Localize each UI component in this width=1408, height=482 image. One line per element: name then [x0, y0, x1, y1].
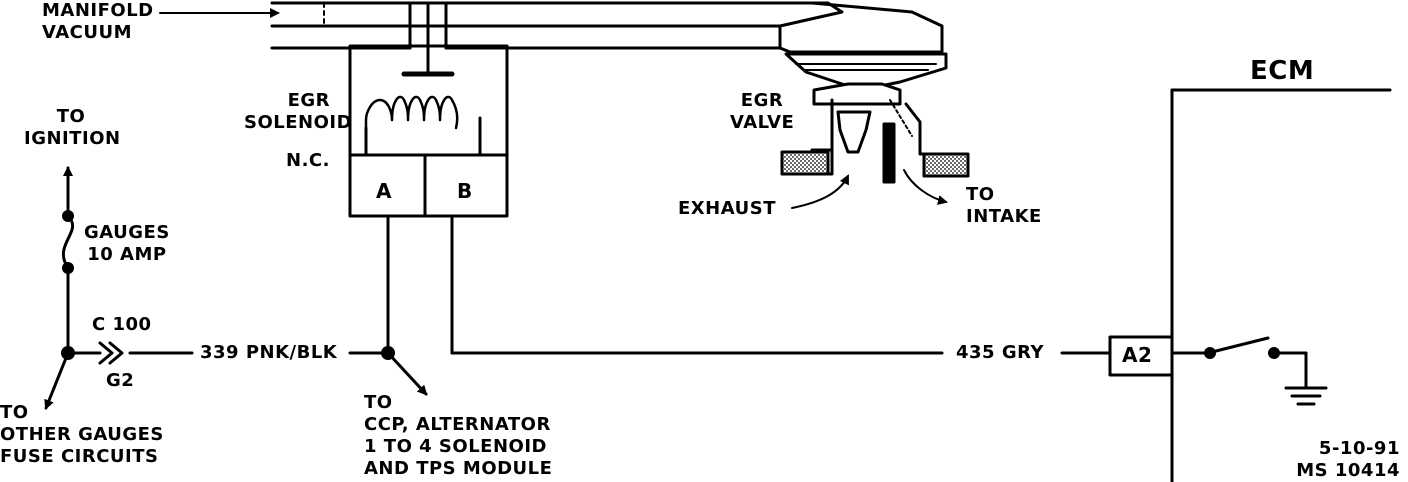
manifold-vacuum-label: MANIFOLD VACUUM [42, 0, 154, 43]
intake-flow-arrow [903, 169, 948, 205]
gauges-fuse-label: GAUGES 10 AMP [84, 222, 170, 265]
exhaust-flow-arrow [791, 174, 849, 209]
to-other-gauges-arrow [44, 351, 70, 410]
to-ignition-label: TO IGNITION [24, 106, 121, 149]
to-ccp-label: TO CCP, ALTERNATOR 1 TO 4 SOLENOID AND T… [364, 392, 553, 479]
egr-valve-label: EGR VALVE [730, 90, 795, 133]
to-ccp-arrow [386, 351, 428, 396]
drawing-reference: 5-10-91 MS 10414 [1296, 438, 1400, 481]
egr-solenoid [348, 1, 509, 218]
egr-solenoid-label: EGR SOLENOID [244, 90, 353, 133]
intake-port [922, 152, 970, 178]
normally-closed-label: N.C. [286, 150, 330, 171]
egr-valve [778, 1, 948, 184]
ecm-module [1108, 88, 1392, 482]
exhaust-label: EXHAUST [678, 198, 776, 219]
connector-g2-label: G2 [106, 370, 135, 391]
splice-ignition-fuse-bottom [62, 262, 74, 274]
gauges-fuse [61, 214, 75, 270]
to-other-gauges-label: TO OTHER GAUGES FUSE CIRCUITS [0, 402, 164, 467]
switch-contact-1 [1204, 347, 1216, 359]
ecm-label: ECM [1250, 56, 1315, 86]
connector-c100-chevron [98, 341, 124, 365]
vacuum-hose [270, 1, 822, 50]
to-intake-label: TO INTAKE [966, 184, 1042, 227]
solenoid-pin-a: A [376, 179, 392, 203]
wire-435-label: 435 GRY [956, 342, 1045, 363]
exhaust-port [780, 150, 830, 176]
connector-c100-label: C 100 [92, 314, 152, 335]
switch-contact-2 [1268, 347, 1280, 359]
splice-c100 [61, 346, 75, 360]
splice-ignition-fuse-top [62, 210, 74, 222]
solenoid-pin-b: B [457, 179, 473, 203]
ecm-pin-a2: A2 [1122, 343, 1153, 367]
wire-339-label: 339 PNK/BLK [200, 342, 338, 363]
splice-pin-a [381, 346, 395, 360]
